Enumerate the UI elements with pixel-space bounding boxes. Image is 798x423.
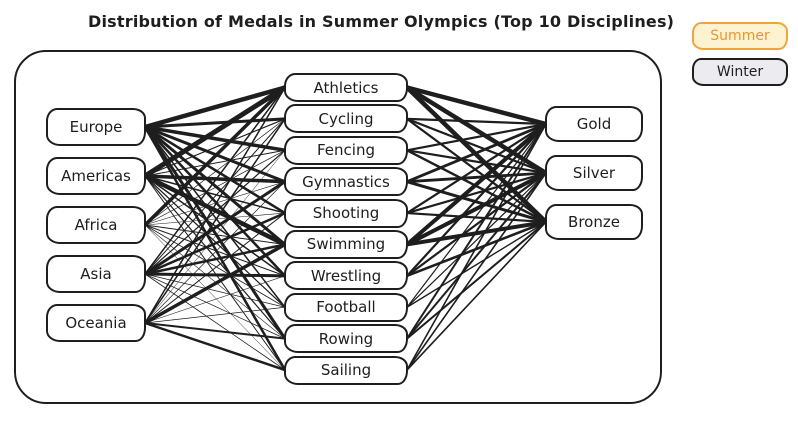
diagram-frame (14, 50, 662, 404)
node-americas: Americas (46, 157, 146, 195)
diagram-title: Distribution of Medals in Summer Olympic… (88, 12, 675, 31)
node-swimming: Swimming (284, 229, 408, 259)
node-gold: Gold (545, 106, 643, 142)
node-bronze: Bronze (545, 204, 643, 240)
node-football: Football (284, 292, 408, 322)
node-sailing: Sailing (284, 355, 408, 385)
node-shooting: Shooting (284, 198, 408, 228)
node-europe: Europe (46, 108, 146, 146)
winter-toggle-button[interactable]: Winter (692, 58, 788, 86)
node-africa: Africa (46, 206, 146, 244)
node-asia: Asia (46, 255, 146, 293)
node-wrestling: Wrestling (284, 261, 408, 291)
node-fencing: Fencing (284, 135, 408, 165)
node-rowing: Rowing (284, 324, 408, 354)
node-gymnastics: Gymnastics (284, 167, 408, 197)
summer-toggle-button[interactable]: Summer (692, 22, 788, 50)
node-silver: Silver (545, 155, 643, 191)
node-athletics: Athletics (284, 73, 408, 102)
node-oceania: Oceania (46, 304, 146, 342)
node-cycling: Cycling (284, 104, 408, 134)
